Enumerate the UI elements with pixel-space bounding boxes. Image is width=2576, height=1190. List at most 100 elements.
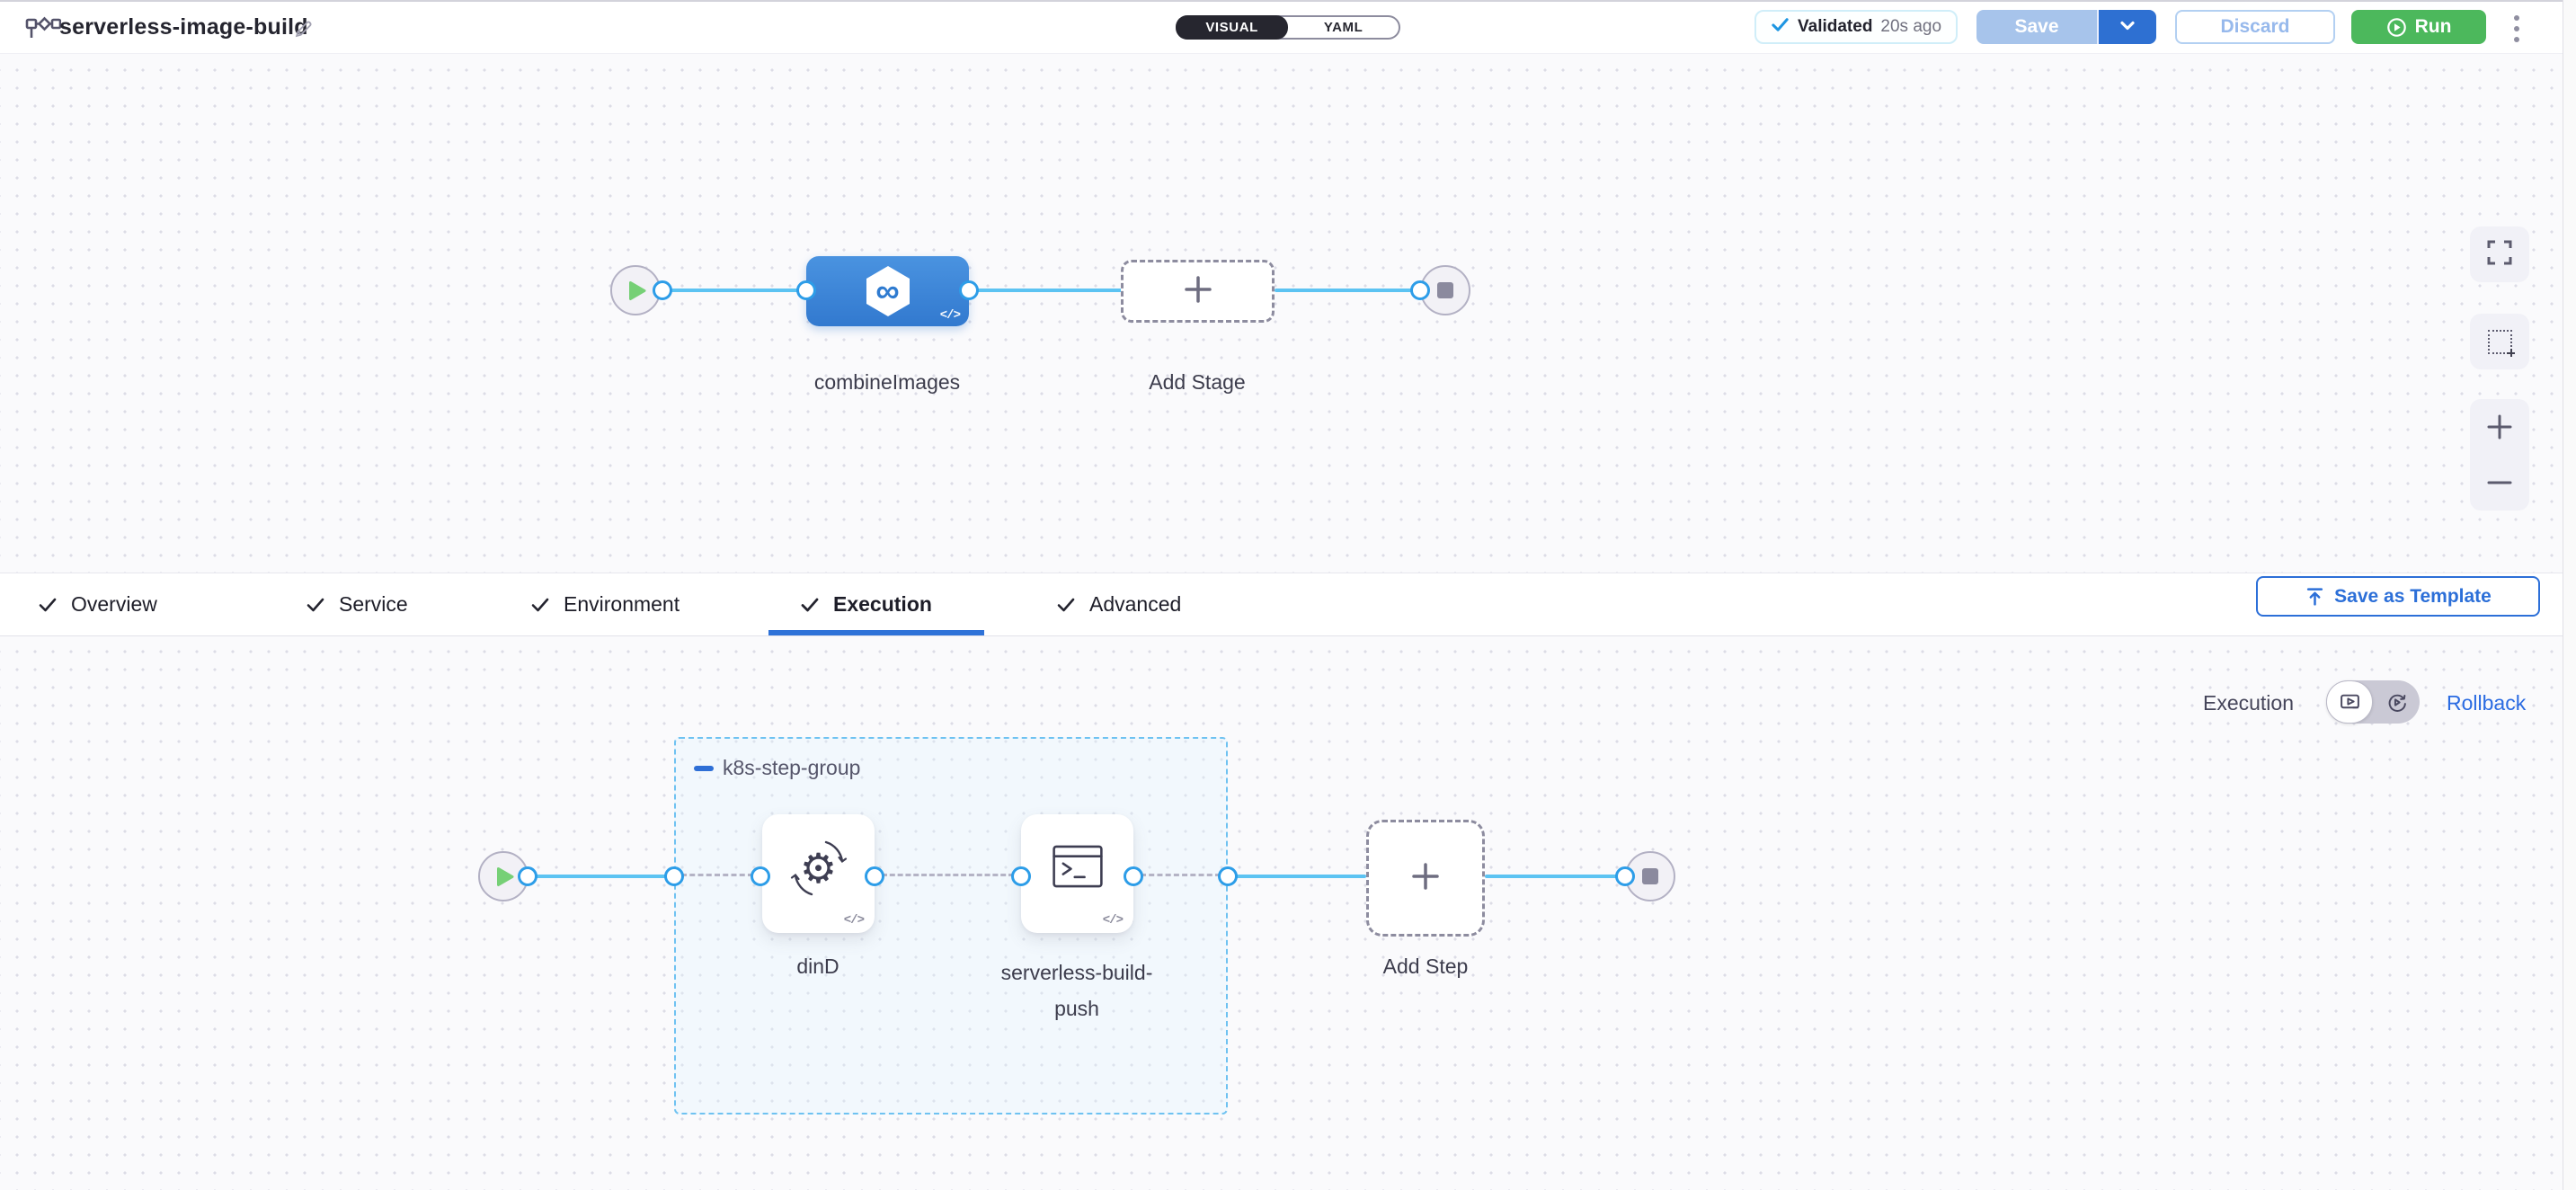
connector-point[interactable]	[664, 866, 684, 886]
check-icon	[306, 598, 324, 611]
rollback-link[interactable]: Rollback	[2447, 691, 2527, 715]
rollback-view-button[interactable]	[2373, 680, 2420, 724]
connector-point[interactable]	[959, 280, 979, 300]
tab-label: Service	[339, 592, 408, 616]
plus-icon	[1181, 272, 1215, 311]
tab-label: Overview	[71, 592, 157, 616]
template-upload-icon	[2305, 586, 2325, 607]
tab-label: Execution	[833, 592, 932, 616]
ci-stage-hexagon-icon: ∞	[865, 265, 911, 317]
visual-yaml-toggle: VISUAL YAML	[1176, 15, 1400, 40]
toggle-visual[interactable]: VISUAL	[1176, 15, 1289, 40]
check-icon	[531, 598, 549, 611]
execution-canvas[interactable]	[0, 635, 2563, 1190]
toggle-yaml[interactable]: YAML	[1323, 20, 1364, 35]
step-name-label[interactable]: dinD	[796, 955, 839, 978]
stop-square-icon	[1642, 868, 1658, 884]
execution-rollback-toggle	[2326, 680, 2420, 724]
connector-line	[1485, 875, 1625, 878]
connector-point[interactable]	[751, 866, 770, 886]
connector-line	[528, 875, 674, 878]
save-button[interactable]: Save	[1976, 10, 2097, 44]
connector-line	[1228, 875, 1366, 878]
run-label: Run	[2414, 16, 2452, 37]
code-icon: </>	[939, 308, 961, 323]
tab-label: Environment	[564, 592, 680, 616]
active-tab-underline	[768, 630, 984, 635]
step-name-label[interactable]: serverless-build-push	[1000, 961, 1153, 1020]
tab-execution[interactable]: Execution	[800, 573, 932, 635]
step-node-dind[interactable]: ⚙ </>	[762, 814, 875, 933]
step-node-serverless-build-push[interactable]: </>	[1021, 814, 1133, 933]
plus-icon	[1408, 859, 1443, 898]
save-dropdown-button[interactable]	[2097, 10, 2156, 44]
tab-overview[interactable]: Overview	[38, 573, 157, 635]
dind-gear-icon: ⚙	[786, 836, 851, 901]
connector-point[interactable]	[1124, 866, 1143, 886]
tab-environment[interactable]: Environment	[530, 573, 680, 635]
multi-select-button[interactable]	[2470, 314, 2529, 369]
dashed-connector	[1141, 874, 1221, 876]
validated-label: Validated	[1798, 17, 1873, 36]
add-step-button[interactable]	[1366, 820, 1485, 937]
connector-point[interactable]	[518, 866, 537, 886]
step-group-name[interactable]: k8s-step-group	[723, 756, 861, 779]
code-icon: </>	[843, 913, 865, 928]
save-as-template-button[interactable]: Save as Template	[2256, 576, 2540, 617]
pipeline-graph-icon	[25, 16, 62, 46]
validation-badge[interactable]: Validated 20s ago	[1754, 10, 1959, 44]
connector-point[interactable]	[1410, 280, 1430, 300]
run-play-icon	[2386, 17, 2407, 38]
add-stage-button[interactable]	[1121, 260, 1275, 323]
connector-point[interactable]	[653, 280, 672, 300]
dashed-connector	[882, 874, 1014, 876]
zoom-in-button[interactable]	[2470, 399, 2529, 455]
tab-advanced[interactable]: Advanced	[1056, 573, 1181, 635]
zoom-controls	[2470, 399, 2529, 511]
stop-square-icon	[1437, 282, 1453, 298]
save-as-template-label: Save as Template	[2334, 585, 2492, 607]
chevron-down-icon	[2117, 14, 2138, 40]
connector-line	[1275, 289, 1420, 292]
vertical-scrollbar[interactable]	[2563, 0, 2576, 1190]
zoom-out-button[interactable]	[2470, 455, 2529, 511]
validated-check-icon	[1771, 15, 1790, 39]
connector-line	[662, 289, 806, 292]
add-stage-label[interactable]: Add Stage	[1149, 370, 1246, 394]
pipeline-title: serverless-image-build	[59, 14, 308, 40]
run-button[interactable]: Run	[2351, 10, 2486, 44]
fit-to-screen-button[interactable]	[2470, 226, 2529, 282]
connector-line	[969, 289, 1122, 292]
connector-point[interactable]	[1615, 866, 1635, 886]
validated-time: 20s ago	[1880, 17, 1942, 36]
tab-label: Advanced	[1089, 592, 1182, 616]
execution-mode-label: Execution	[2202, 691, 2294, 715]
collapse-group-icon[interactable]	[694, 766, 714, 771]
window-top-border	[0, 0, 2576, 2]
stage-canvas[interactable]	[0, 53, 2563, 573]
marquee-select-icon	[2487, 329, 2515, 357]
more-options-menu[interactable]	[2511, 13, 2522, 45]
execution-view-button[interactable]	[2326, 680, 2373, 724]
connector-point[interactable]	[796, 280, 816, 300]
connector-point[interactable]	[865, 866, 884, 886]
connector-point[interactable]	[1011, 866, 1031, 886]
stage-config-tabbar: Overview Service Environment Execution A…	[0, 573, 2563, 636]
stage-node-combineimages[interactable]: ∞ </>	[806, 256, 969, 326]
rollback-rotate-icon	[2388, 694, 2406, 712]
execution-play-icon	[2340, 694, 2359, 708]
edit-title-icon[interactable]	[293, 18, 314, 43]
add-step-label[interactable]: Add Step	[1382, 955, 1469, 978]
plus-icon	[2487, 414, 2512, 440]
check-icon	[39, 598, 57, 611]
pipeline-header: serverless-image-build VISUAL YAML Valid…	[0, 2, 2563, 54]
terminal-icon	[1052, 845, 1103, 892]
connector-point[interactable]	[1218, 866, 1238, 886]
tab-service[interactable]: Service	[306, 573, 408, 635]
check-icon	[801, 598, 819, 611]
step-group-box[interactable]	[674, 737, 1228, 1115]
stage-name-label[interactable]: combineImages	[813, 370, 961, 394]
discard-button[interactable]: Discard	[2175, 10, 2335, 44]
dashed-connector	[681, 874, 753, 876]
